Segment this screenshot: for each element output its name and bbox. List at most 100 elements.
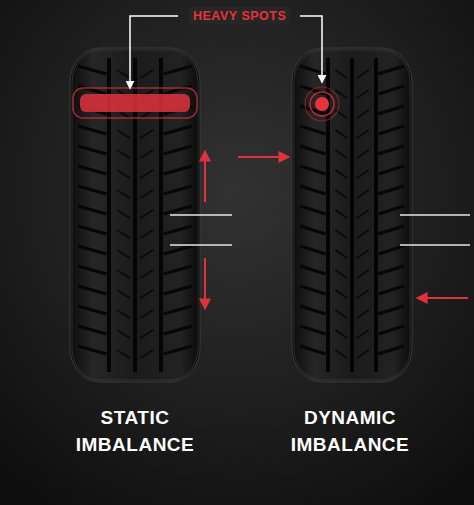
- tread-sipe: [378, 226, 404, 234]
- tread-sipe: [164, 246, 192, 254]
- tread-sipe: [300, 266, 326, 274]
- tread-sipe: [117, 170, 130, 178]
- tread-sipe: [378, 106, 404, 114]
- tread-sipe: [140, 350, 153, 358]
- heavy-spot-band: [80, 94, 190, 112]
- tread-sipe: [335, 190, 347, 198]
- tread-sipe: [140, 210, 153, 218]
- tread-sipe: [378, 206, 404, 214]
- tread-sipe: [357, 270, 369, 278]
- tires: [70, 48, 412, 382]
- heavy-spot-ring: [310, 92, 334, 116]
- tread-sipe: [300, 246, 326, 254]
- tread-sipe: [140, 270, 153, 278]
- tread-sipe: [357, 130, 369, 138]
- tread-sipe: [140, 230, 153, 238]
- tread-sipe: [378, 246, 404, 254]
- tread-sipe: [335, 250, 347, 258]
- tread-sipe: [300, 226, 326, 234]
- leader-line: [300, 16, 322, 82]
- tread-sipe: [300, 126, 326, 134]
- tread-sipe: [300, 206, 326, 214]
- tread-sipe: [300, 326, 326, 334]
- tread-sipe: [78, 126, 106, 134]
- force-arrow: [238, 156, 288, 158]
- tread-sipe: [300, 286, 326, 294]
- tread-sipe: [164, 206, 192, 214]
- tread-sipe: [357, 330, 369, 338]
- tread-sipe: [300, 306, 326, 314]
- tread-sipe: [357, 230, 369, 238]
- tread-sipe: [117, 190, 130, 198]
- tread-sipe: [378, 266, 404, 274]
- tread-sipe: [117, 330, 130, 338]
- axis-line: [400, 214, 470, 216]
- tread-sipe: [140, 250, 153, 258]
- force-arrow: [204, 152, 206, 202]
- tread-sipe: [357, 70, 369, 78]
- tread-sipe: [357, 150, 369, 158]
- tread-sipe: [78, 266, 106, 274]
- tread-sipe: [335, 130, 347, 138]
- tread-sipe: [140, 310, 153, 318]
- tread-sipe: [78, 186, 106, 194]
- tread-sipe: [78, 286, 106, 294]
- tread-sipe: [335, 170, 347, 178]
- tread-sipe: [300, 146, 326, 154]
- tread-sipe: [357, 190, 369, 198]
- tread-sipe: [117, 130, 130, 138]
- tread-sipe: [378, 86, 404, 94]
- tread-sipe: [164, 66, 192, 74]
- heavy-spot-ring: [305, 87, 339, 121]
- tread-sipe: [117, 230, 130, 238]
- callout-label: HEAVY SPOTS: [189, 7, 290, 25]
- tread-sipe: [140, 150, 153, 158]
- tread-sipe: [378, 346, 404, 354]
- caption-label: STATIC IMBALANCE: [73, 404, 197, 458]
- tread-sipe: [378, 326, 404, 334]
- tire: [292, 48, 412, 382]
- tread-sipe: [378, 166, 404, 174]
- tread-sipe: [357, 110, 369, 118]
- tread-groove: [374, 58, 378, 372]
- tread-sipe: [78, 146, 106, 154]
- tread-sipe: [357, 290, 369, 298]
- tread-sipe: [164, 86, 192, 94]
- tread-sipe: [335, 330, 347, 338]
- tread-sipe: [140, 290, 153, 298]
- axis-line: [400, 244, 470, 246]
- tread-sipe: [335, 230, 347, 238]
- tread-sipe: [78, 166, 106, 174]
- tread-sipe: [378, 126, 404, 134]
- tread-sipe: [78, 346, 106, 354]
- tread-sipe: [335, 290, 347, 298]
- tread-sipe: [78, 246, 106, 254]
- tread-sipe: [335, 150, 347, 158]
- tread-sipe: [164, 346, 192, 354]
- tread-sipe: [117, 70, 130, 78]
- tread-sipe: [164, 286, 192, 294]
- tread-sipe: [357, 310, 369, 318]
- tread-sipe: [300, 186, 326, 194]
- tread-sipe: [357, 210, 369, 218]
- tread-sipe: [164, 166, 192, 174]
- tread-sipe: [78, 306, 106, 314]
- heavy-spot-dot: [315, 97, 329, 111]
- tread-sipe: [140, 170, 153, 178]
- tread-sipe: [78, 66, 106, 74]
- tread-sipe: [117, 210, 130, 218]
- tread-sipe: [164, 226, 192, 234]
- force-arrow: [418, 297, 468, 299]
- tread-sipe: [335, 310, 347, 318]
- tread-sipe: [140, 330, 153, 338]
- tread-sipe: [117, 350, 130, 358]
- axis-line: [170, 214, 232, 216]
- tread-sipe: [378, 286, 404, 294]
- tread-sipe: [335, 70, 347, 78]
- axis-line: [170, 244, 232, 246]
- tire-highlight: [294, 50, 410, 380]
- tread-sipe: [140, 130, 153, 138]
